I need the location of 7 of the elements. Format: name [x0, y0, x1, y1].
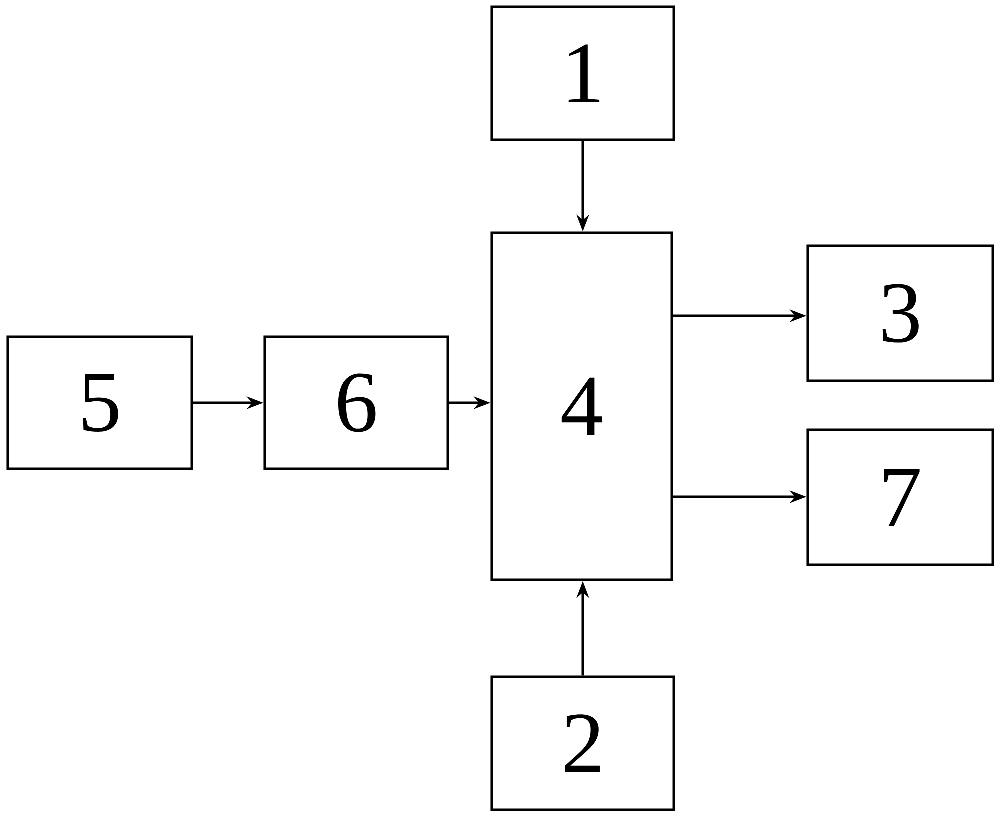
block-box: 7: [806, 428, 994, 566]
block-box: 6: [264, 336, 450, 470]
block-box: 5: [6, 336, 194, 470]
block-box: 4: [490, 232, 674, 582]
block-box: 3: [806, 244, 994, 382]
block-box: 2: [490, 676, 676, 812]
block-box: 1: [490, 6, 676, 142]
